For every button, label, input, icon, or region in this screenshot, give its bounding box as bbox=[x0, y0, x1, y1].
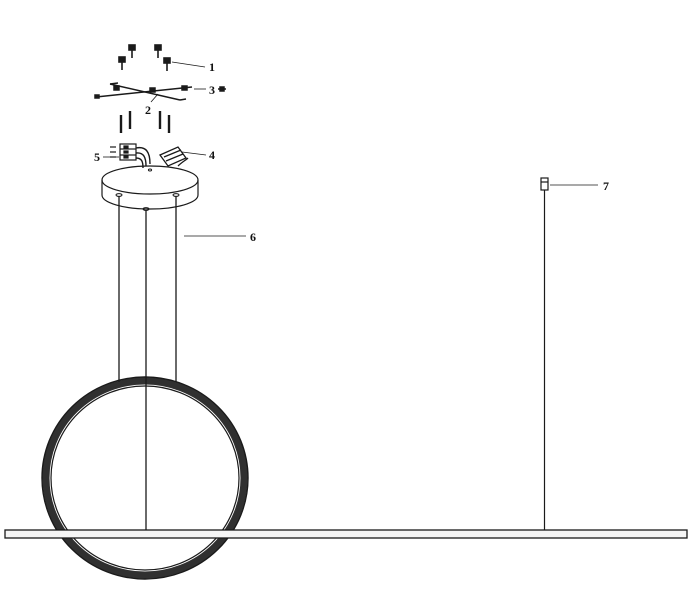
leader-line-4 bbox=[181, 151, 207, 156]
callout-label-7: 7 bbox=[603, 179, 609, 193]
ceiling-hook bbox=[540, 177, 549, 196]
mounting-bolts bbox=[119, 111, 171, 133]
screw bbox=[128, 44, 136, 58]
callout-label-4: 4 bbox=[209, 148, 215, 162]
terminal-block bbox=[110, 143, 137, 161]
screws bbox=[118, 44, 171, 71]
screw bbox=[118, 56, 126, 70]
callout-label-1: 1 bbox=[209, 60, 215, 74]
screw bbox=[154, 44, 162, 58]
ring-luminaire bbox=[41, 376, 249, 580]
driver bbox=[159, 146, 189, 167]
leader-line-2 bbox=[150, 93, 159, 103]
callout-label-2: 2 bbox=[145, 103, 151, 117]
bracket-screw bbox=[218, 86, 226, 92]
suspension-cables bbox=[118, 196, 177, 530]
callout-label-6: 6 bbox=[250, 230, 256, 244]
callout-label-5: 5 bbox=[94, 150, 100, 164]
linear-bar-luminaire bbox=[4, 529, 688, 539]
screw bbox=[163, 57, 171, 71]
wiring bbox=[135, 146, 151, 169]
callout-label-3: 3 bbox=[209, 83, 215, 97]
leader-line-1 bbox=[171, 61, 206, 68]
mounting-bracket bbox=[94, 82, 193, 101]
canopy bbox=[101, 165, 199, 211]
